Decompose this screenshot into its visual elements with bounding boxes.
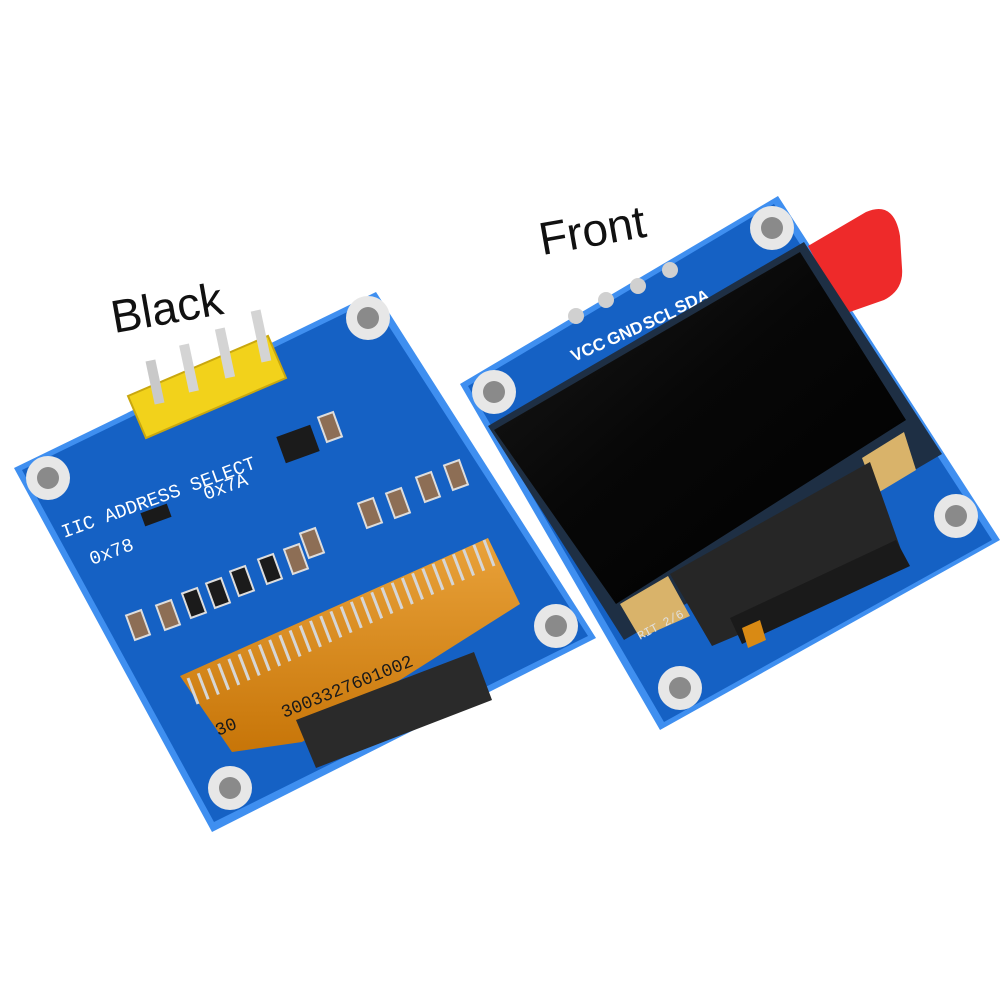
flex-pin — [339, 606, 353, 634]
oled-display — [488, 242, 942, 648]
flex-pin — [472, 544, 486, 572]
flex-pin — [360, 596, 373, 624]
flex-pin — [309, 620, 322, 648]
flex-pin — [462, 548, 475, 577]
u1-chip — [276, 424, 320, 464]
flex-pin — [349, 601, 363, 629]
flex-pin — [421, 568, 435, 596]
pin-header — [126, 309, 288, 440]
flex-pin — [217, 663, 231, 691]
flex-pin — [186, 677, 200, 705]
back-board: IIC ADDRESS SELECT 0x78 0x7A 3 — [14, 292, 596, 832]
flex-pin — [227, 658, 241, 686]
flex-pin — [370, 591, 384, 619]
mount-hole — [472, 370, 516, 414]
smd-components — [124, 410, 470, 642]
flex-pin — [319, 615, 333, 643]
flex-cable — [180, 538, 520, 768]
mount-hole — [658, 666, 702, 710]
flex-pin — [237, 653, 251, 681]
flex-pin — [431, 563, 445, 591]
flex-pin — [441, 558, 455, 586]
flex-pin — [482, 539, 496, 567]
flex-pin — [288, 629, 302, 657]
flex-pin — [196, 672, 210, 700]
flex-pin — [268, 639, 282, 667]
mount-hole — [750, 206, 794, 250]
mount-hole — [208, 766, 252, 810]
flex-pin — [258, 644, 271, 672]
front-board: VCC GND SCL SDA RIT 2/6 — [460, 196, 1000, 730]
flex-pin — [390, 582, 404, 610]
flex-pin — [207, 667, 220, 696]
flex-pin — [278, 634, 292, 662]
mount-hole — [534, 604, 578, 648]
mount-hole — [346, 296, 390, 340]
flex-pin — [380, 587, 394, 615]
mount-hole — [26, 456, 70, 500]
header-holes — [568, 262, 678, 324]
flex-pin — [411, 572, 424, 600]
flex-pin — [247, 648, 261, 676]
mount-hole — [934, 494, 978, 538]
flex-pin — [329, 610, 343, 638]
flex-pin — [298, 625, 312, 653]
flex-pin — [400, 577, 414, 605]
flex-pin — [451, 553, 465, 581]
